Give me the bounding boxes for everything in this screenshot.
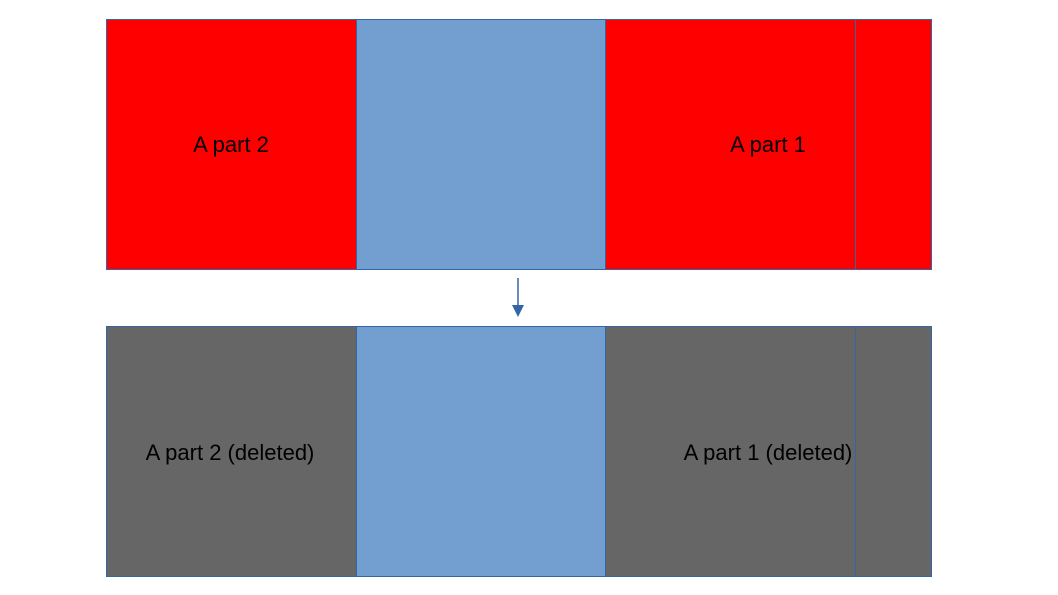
bottom-left-part-block [106, 326, 357, 577]
top-middle-block [356, 19, 606, 270]
bottom-right-label: A part 1 (deleted) [683, 440, 853, 465]
bottom-middle-block [356, 326, 606, 577]
top-right-extra-block [855, 19, 932, 270]
top-right-label: A part 1 [730, 132, 806, 157]
bottom-right-extra-block [855, 326, 932, 577]
top-left-part-block [106, 19, 357, 270]
arrow-down-icon [512, 278, 524, 317]
top-right-part-block [605, 19, 856, 270]
top-left-label: A part 2 [193, 132, 269, 157]
bottom-left-label: A part 2 (deleted) [145, 440, 315, 465]
